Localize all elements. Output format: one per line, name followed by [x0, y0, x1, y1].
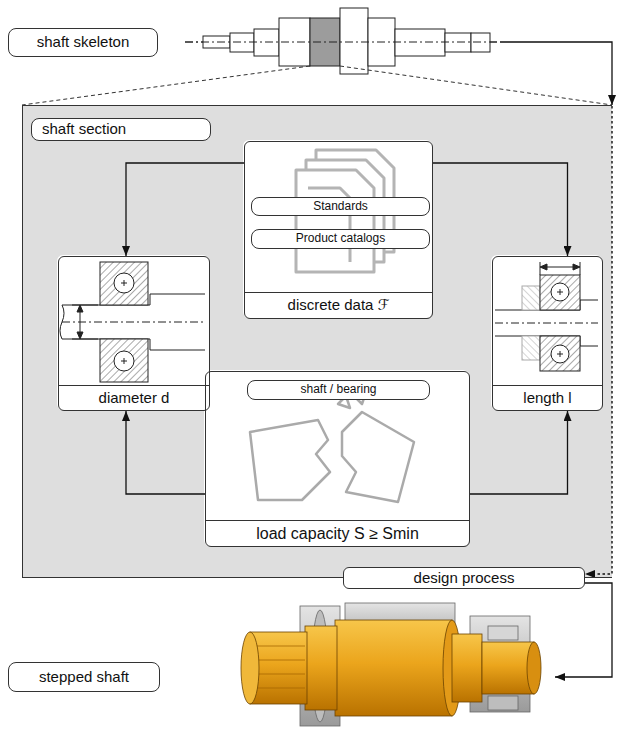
process-label: design process [343, 567, 585, 589]
bearing-length-drawing-part [540, 264, 580, 270]
node-text: shaft skeleton [8, 28, 158, 57]
bearing-length-drawing-part [522, 286, 540, 310]
skeleton-node: shaft skeleton [8, 8, 500, 74]
flow-arrow [126, 163, 244, 256]
zoom-lines-part [340, 66, 612, 105]
bearing-diameter-drawing-part [62, 322, 205, 323]
flow-arrow [555, 583, 612, 677]
bearing-length-drawing-part [540, 262, 541, 275]
catalog-pill: Standards [251, 197, 430, 216]
node-text: Standards [252, 198, 429, 215]
flow-arrow [470, 411, 568, 494]
result-node: stepped shaft [8, 598, 555, 730]
catalog-pill: Product catalogs [251, 229, 430, 249]
stepped-shaft-illustration-part [252, 646, 305, 688]
node-text: discrete data ℱ [245, 292, 432, 318]
capacity-box: load capacity S ≥ Smin shaft / bearing [205, 371, 470, 547]
stepped-shaft-illustration-part [488, 626, 518, 640]
node-text: shaft / bearing [248, 381, 429, 399]
section-panel: shaft section discrete data ℱ StandardsPro… [22, 105, 612, 578]
box-grounds [22, 105, 612, 578]
node-text: design process [344, 568, 584, 588]
flow-arrow [585, 106, 612, 574]
bearing-diameter-drawing-part [60, 305, 64, 339]
bearing-length-drawing-part [580, 262, 581, 275]
box-grounds-part [22, 105, 612, 578]
diameter-box: diameter d [58, 256, 210, 411]
box-grounds-part [57, 255, 209, 410]
fracture-icon-part [342, 412, 414, 502]
bearing-length-drawing-part [557, 289, 563, 357]
bearing-diameter-drawing [60, 262, 205, 382]
stepped-shaft-illustration-part [482, 642, 534, 694]
shaft-skeleton-drawing [185, 8, 500, 74]
node-text: load capacity S ≥ Smin [206, 520, 469, 546]
bearing-length-drawing-part [495, 323, 598, 324]
bearing-diameter-drawing-part [77, 305, 83, 339]
box-grounds-part [243, 140, 432, 318]
flow-arrow [433, 163, 568, 256]
flow-arrow [500, 42, 612, 105]
bearing-diameter-drawing-part [72, 305, 98, 306]
length-box: length l [492, 256, 603, 411]
stepped-shaft-illustration-part [335, 620, 452, 716]
stepped-shaft-illustration-part [488, 696, 518, 710]
stepped-shaft-illustration-part [241, 632, 259, 704]
stepped-shaft-illustration-part [305, 626, 337, 710]
node-text: length l [493, 385, 602, 410]
shaft-skeleton-drawing-part [185, 42, 500, 43]
node-text: Product catalogs [252, 230, 429, 248]
flow-arrow [126, 411, 205, 494]
check-pill: shaft / bearing [247, 380, 430, 400]
stepped-shaft-illustration-part [452, 634, 482, 702]
data-box: discrete data ℱ StandardsProduct catalogs [244, 141, 433, 319]
box-grounds-part [204, 370, 469, 546]
bearing-diameter-drawing-part [72, 339, 98, 340]
zoom-lines [22, 66, 612, 105]
document-icon-part [296, 170, 374, 272]
node-text: shaft section [31, 118, 211, 141]
stepped-shaft-illustration-part [527, 642, 541, 694]
node-text: stepped shaft [8, 662, 160, 692]
bearing-diameter-drawing-part [121, 280, 127, 364]
bearing-length-drawing-part [522, 336, 540, 360]
fracture-icon-part [250, 420, 330, 500]
box-grounds-part [491, 255, 602, 410]
shaft-skeleton-drawing-part [340, 8, 368, 74]
zoom-lines-part [22, 66, 310, 105]
bearing-length-drawing [495, 262, 598, 371]
node-text: diameter d [59, 385, 209, 410]
fracture-icon [250, 392, 414, 502]
stepped-shaft-illustration [241, 603, 541, 726]
